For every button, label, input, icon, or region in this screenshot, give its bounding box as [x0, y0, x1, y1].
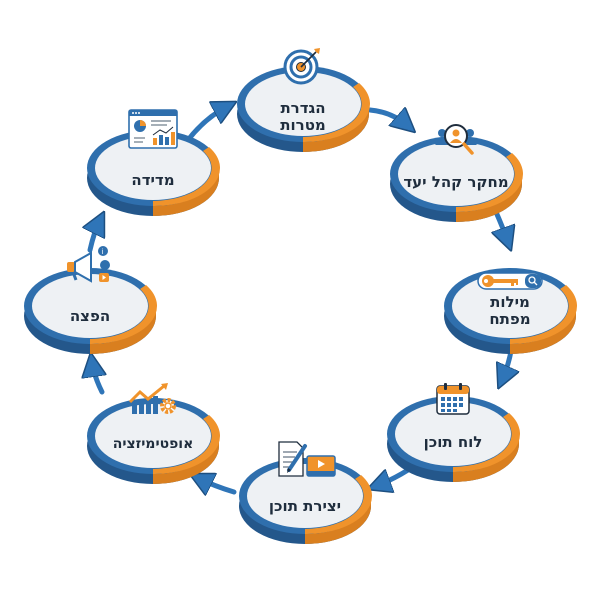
step-content-creation: יצירת תוכן: [235, 440, 375, 550]
step-audience-research: מחקר קהל יעד: [386, 118, 526, 228]
step-disc: [444, 268, 577, 354]
step-optimization: אופטימיזציה: [83, 380, 223, 490]
step-label: מחקר קהל יעד: [392, 174, 520, 191]
step-label-line1: אופטימיזציה: [112, 436, 194, 452]
step-label-line2: מטרות: [280, 116, 326, 134]
step-disc: [87, 130, 220, 216]
document-video-icon: [235, 441, 375, 477]
arrow-audience-to-keywords: [496, 209, 508, 242]
svg-text:i: i: [102, 248, 104, 256]
step-label-line1: יצירת תוכן: [268, 497, 342, 515]
step-measurement: מדידה: [83, 109, 223, 222]
step-label-line1: מילות: [490, 293, 530, 311]
step-disc: [87, 398, 220, 484]
megaphone-icon: i: [20, 246, 160, 284]
arrow-creation-to-optimization: [198, 478, 237, 492]
step-label: אופטימיזציה: [89, 436, 217, 453]
arrow-calendar-to-creation: [376, 467, 411, 486]
key-search-icon: [440, 264, 580, 298]
step-distribution: i הפצה: [20, 246, 160, 360]
step-disc: [237, 66, 370, 152]
step-disc: [239, 458, 372, 544]
step-label-line1: לוח תוכן: [423, 433, 483, 451]
step-label: הפצה: [26, 308, 154, 325]
step-label-line1: מחקר קהל יעד: [403, 173, 509, 191]
step-disc: [387, 396, 520, 482]
step-goals: הגדרת מטרות: [233, 48, 373, 158]
step-label: מילות מפתח: [446, 294, 574, 328]
arrow-distribution-to-measurement: [90, 220, 100, 253]
step-disc: [24, 268, 157, 354]
step-disc: [390, 136, 523, 222]
step-label: מדידה: [89, 172, 217, 189]
step-label: לוח תוכן: [389, 434, 517, 451]
step-label-line2: מפתח: [489, 310, 531, 328]
growth-gear-icon: [83, 382, 223, 416]
arrow-measurement-to-goals: [185, 106, 228, 143]
step-label: הגדרת מטרות: [239, 100, 367, 134]
step-label-line1: מדידה: [131, 171, 175, 189]
arrow-goals-to-audience: [367, 110, 408, 126]
arrow-optimization-to-distribution: [92, 362, 102, 395]
analytics-dashboard-icon: [83, 109, 223, 149]
step-keywords: מילות מפתח: [440, 250, 580, 360]
step-label: יצירת תוכן: [241, 498, 369, 515]
calendar-icon: [383, 382, 523, 416]
step-content-calendar: לוח תוכן: [383, 378, 523, 488]
step-label-line1: הגדרת: [280, 99, 326, 117]
step-label-line1: הפצה: [69, 307, 111, 325]
audience-search-icon: [386, 122, 526, 156]
target-icon: [233, 48, 373, 85]
